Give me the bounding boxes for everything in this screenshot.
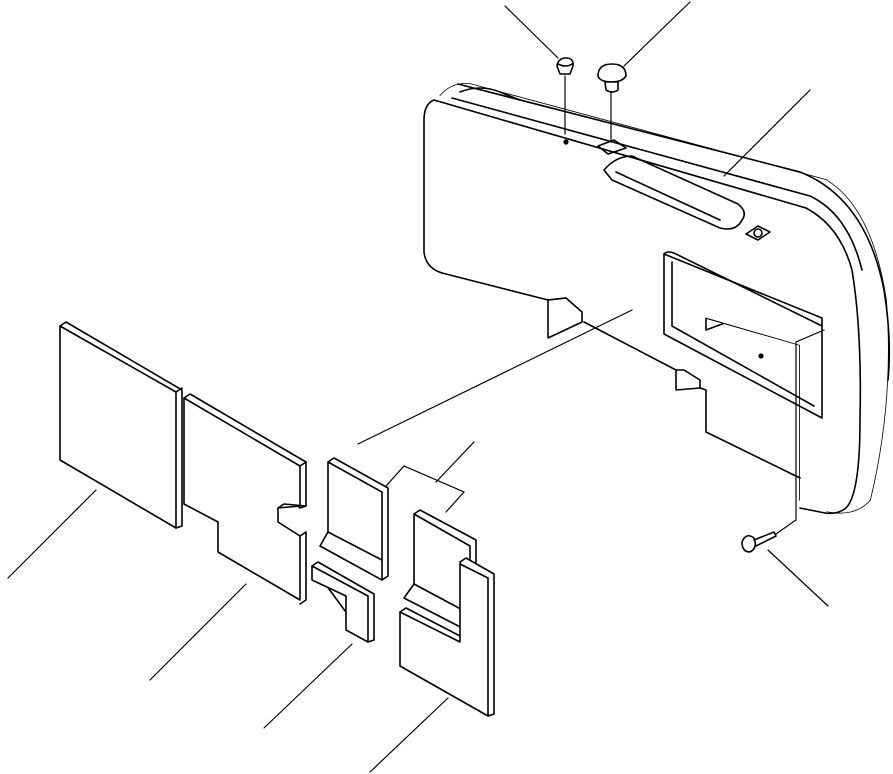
leader-assembly xyxy=(357,309,633,445)
leader-clip-rivet xyxy=(767,549,829,607)
pad-u xyxy=(399,557,495,717)
pad-notched xyxy=(183,393,307,605)
leader-pad-channel xyxy=(435,441,475,483)
leader-pad-notched xyxy=(149,583,247,681)
cap xyxy=(597,63,627,143)
leader-cover-plate xyxy=(723,89,811,177)
leader-pad-u xyxy=(369,697,449,773)
leader-grommet xyxy=(504,5,559,59)
pad-small-l xyxy=(311,561,375,643)
cover-plate xyxy=(423,82,891,515)
pad-large xyxy=(59,321,183,529)
pad-channel xyxy=(319,457,389,581)
clip-rivet xyxy=(741,329,825,553)
leader-bracket xyxy=(385,465,466,513)
leader-pad-large xyxy=(7,489,97,579)
leader-pad-small-l xyxy=(263,643,353,729)
leader-cap xyxy=(623,1,691,67)
grommet xyxy=(556,57,574,135)
